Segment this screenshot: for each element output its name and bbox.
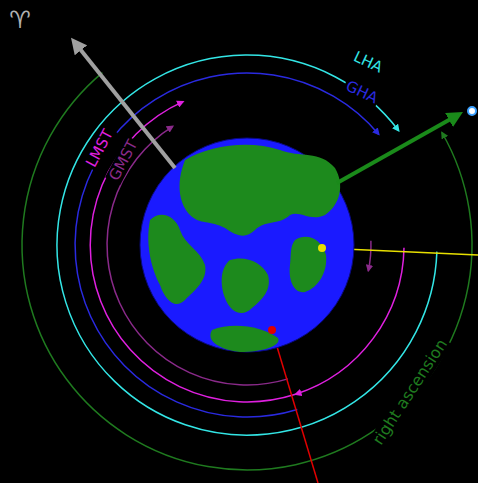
observer-dot [318,244,326,252]
gmst-arc [368,241,371,271]
continents [148,145,340,352]
lha-arc [57,55,437,435]
lha-label: LHA [349,47,387,77]
gha-label: GHA [342,76,383,107]
angle-arcs [22,55,472,470]
greenwich-meridian [272,330,318,483]
star-dot [468,107,476,115]
greenwich-dot [268,326,276,334]
aries-symbol: ♈ [7,7,33,33]
star-direction-arrow [337,116,456,183]
right-ascension-arc [22,73,472,470]
gha-arc [75,73,379,417]
right-ascension-label: right ascension [368,334,452,450]
earth-globe [140,138,354,352]
